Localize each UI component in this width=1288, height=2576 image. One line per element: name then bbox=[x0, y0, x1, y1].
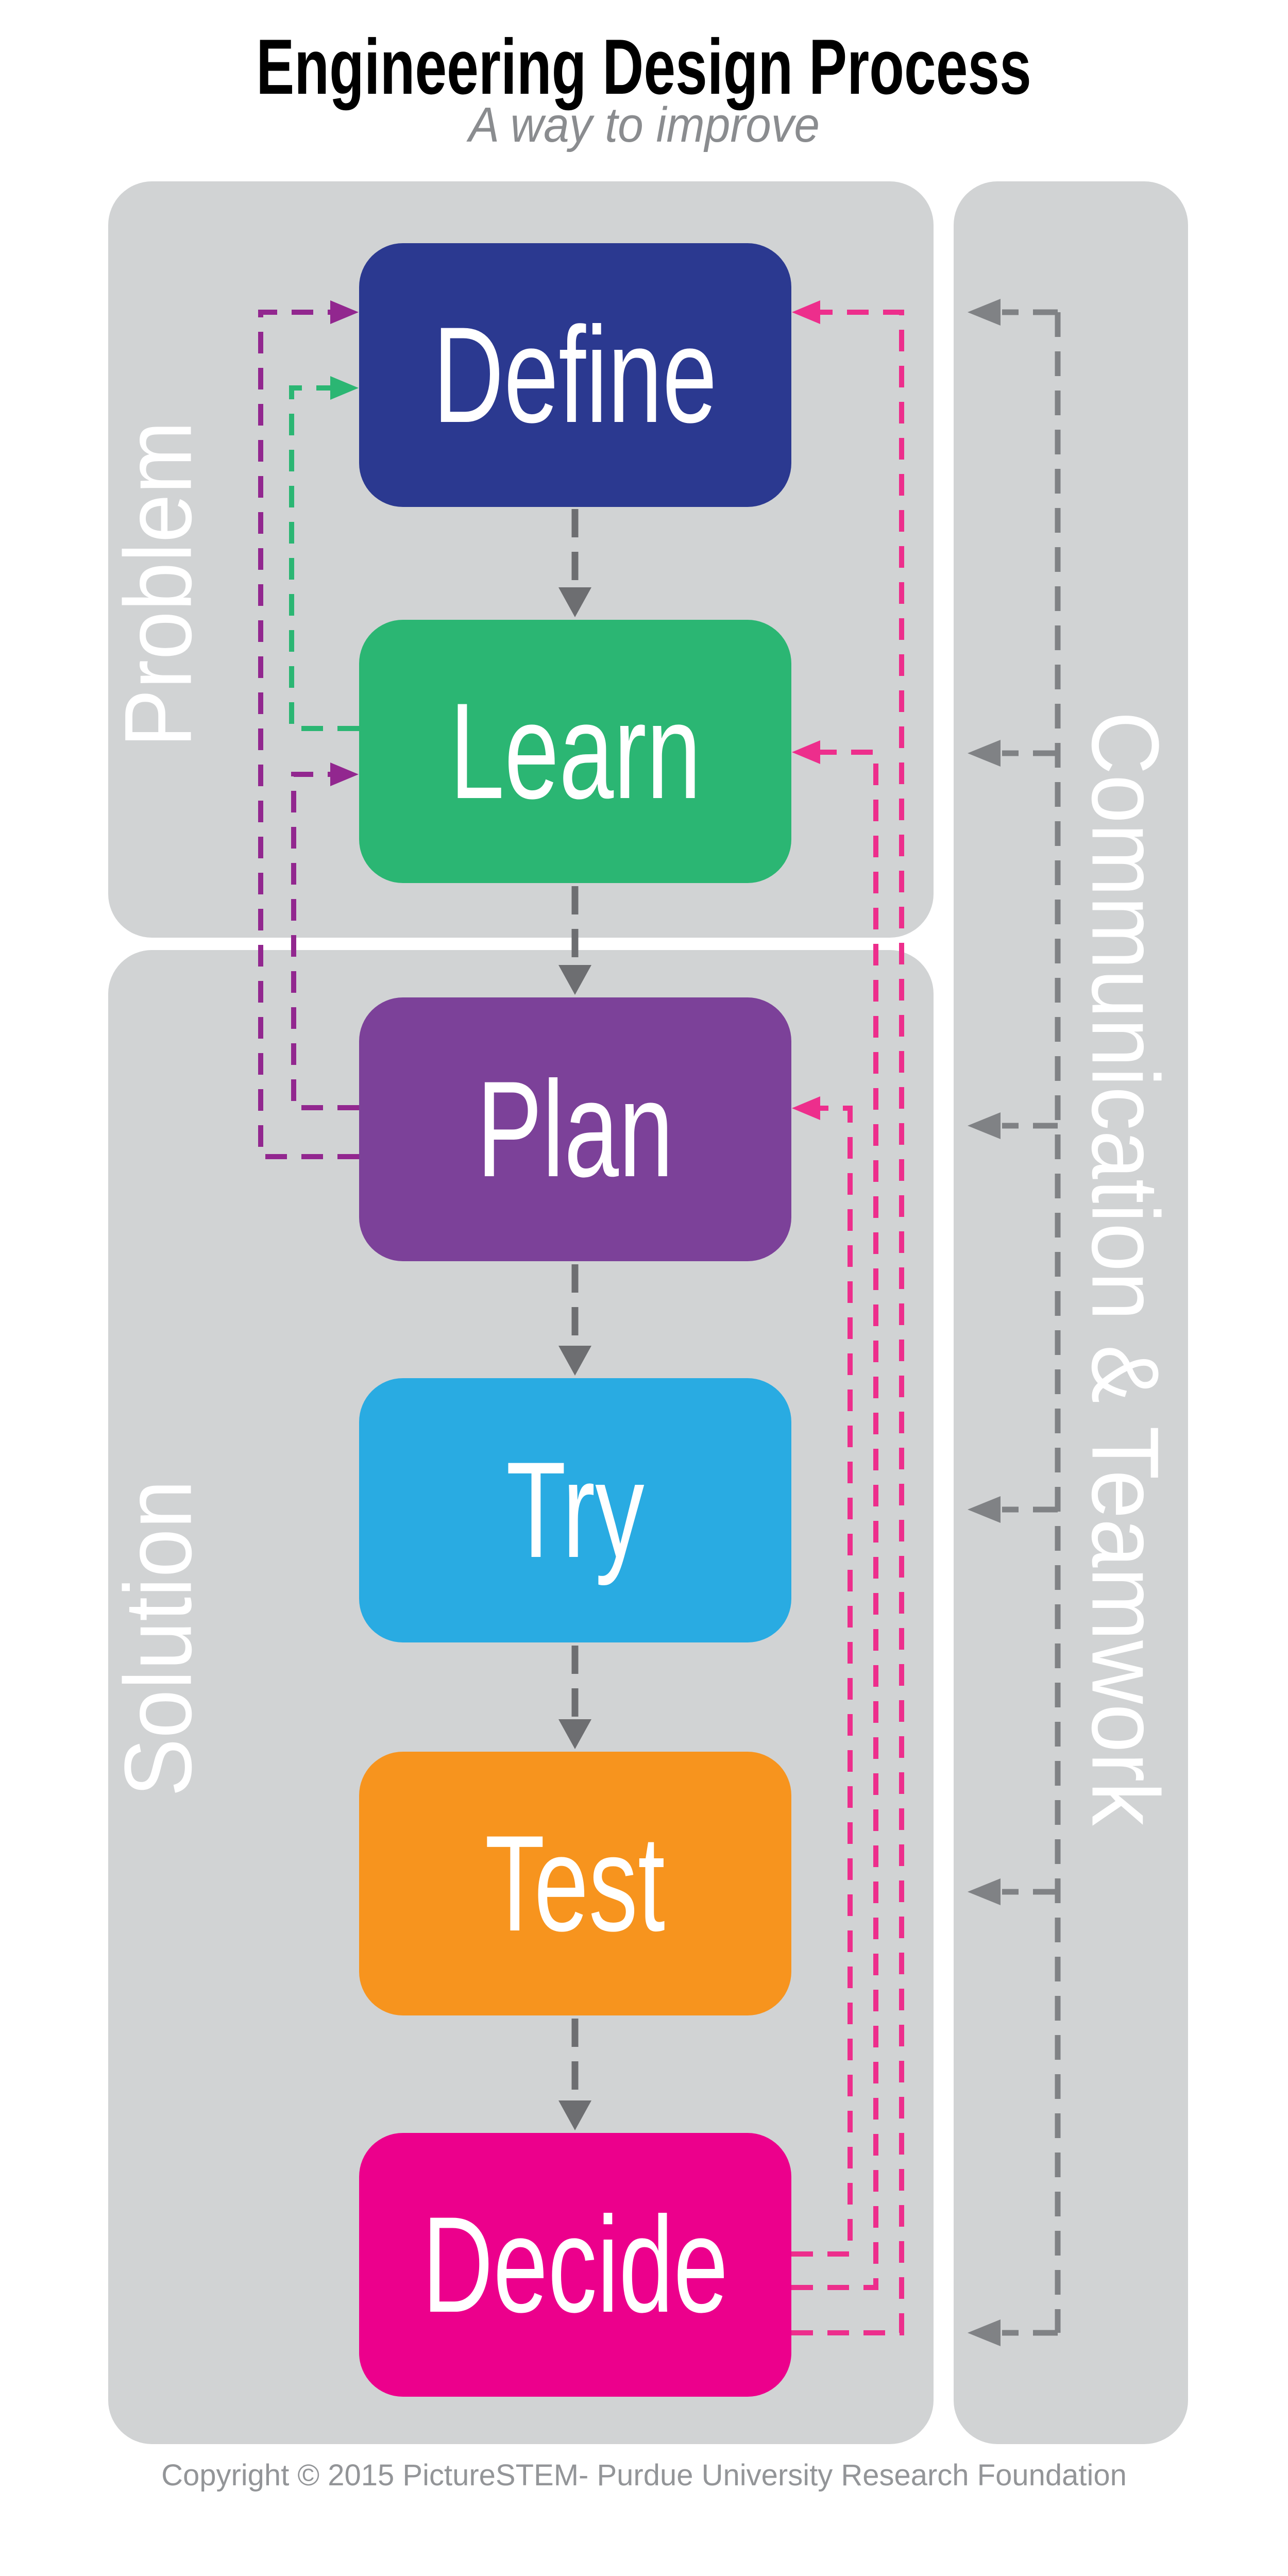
stage-label-decide: Decide bbox=[422, 2188, 728, 2341]
copyright-text: Copyright © 2015 PictureSTEM- Purdue Uni… bbox=[161, 2459, 1127, 2492]
page-title-text: Engineering Design Process bbox=[256, 23, 1032, 111]
page-subtitle-text: A way to improve bbox=[468, 97, 820, 152]
communication-arrow-learn bbox=[968, 740, 1058, 767]
stage-box-learn: Learn bbox=[359, 620, 791, 883]
feedback-line-decide-to-learn bbox=[791, 740, 878, 2290]
flow-arrow-learn-to-plan bbox=[558, 886, 591, 995]
stage-label-define: Define bbox=[433, 298, 718, 451]
page-subtitle: A way to improve bbox=[0, 95, 1288, 155]
flow-arrow-define-to-learn bbox=[558, 509, 591, 617]
stage-label-try: Try bbox=[506, 1434, 645, 1586]
communication-arrow-test bbox=[968, 1878, 1058, 1905]
communication-teamwork-panel bbox=[954, 181, 1188, 2444]
stage-box-try: Try bbox=[359, 1378, 791, 1642]
stage-label-plan: Plan bbox=[477, 1053, 674, 1206]
communication-arrow-decide bbox=[968, 2319, 1058, 2346]
flow-arrow-try-to-test bbox=[558, 1646, 591, 1749]
stage-box-test: Test bbox=[359, 1752, 791, 2015]
communication-arrow-define bbox=[968, 299, 1058, 326]
feedback-line-decide-to-plan bbox=[791, 1096, 853, 2257]
stage-label-test: Test bbox=[485, 1807, 666, 1960]
feedback-line-plan-to-define bbox=[258, 300, 359, 1159]
flow-arrow-test-to-decide bbox=[558, 2019, 591, 2130]
feedback-line-decide-to-define bbox=[791, 300, 904, 2335]
stage-box-define: Define bbox=[359, 243, 791, 507]
communication-arrow-plan bbox=[968, 1112, 1058, 1139]
stage-box-decide: Decide bbox=[359, 2133, 791, 2397]
page-title: Engineering Design Process bbox=[0, 23, 1288, 111]
stage-label-learn: Learn bbox=[449, 675, 701, 827]
feedback-line-learn-to-define bbox=[289, 376, 359, 731]
communication-arrow-try bbox=[968, 1496, 1058, 1523]
stage-box-plan: Plan bbox=[359, 997, 791, 1261]
flow-arrow-plan-to-try bbox=[558, 1264, 591, 1376]
feedback-line-plan-to-learn bbox=[291, 762, 359, 1110]
